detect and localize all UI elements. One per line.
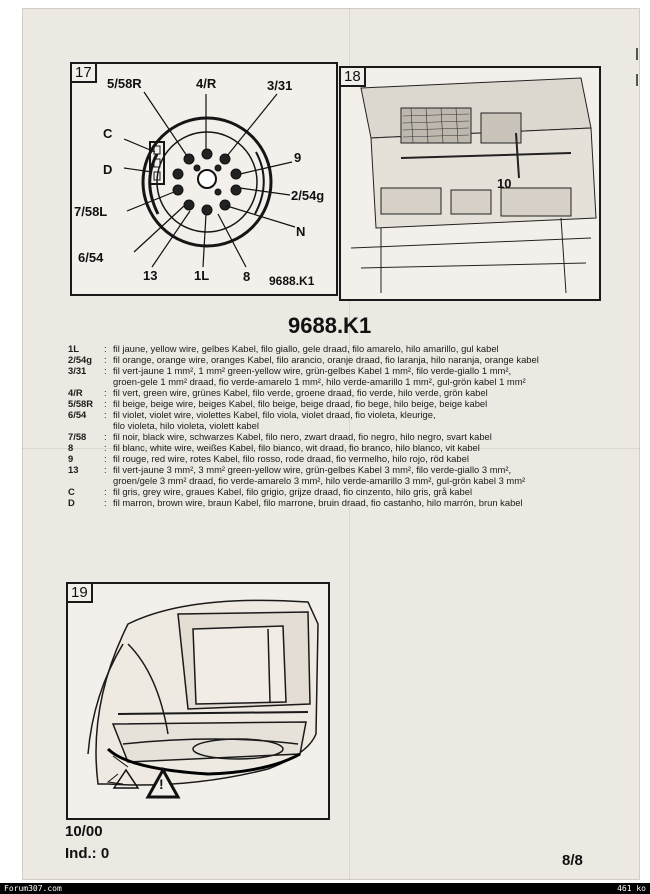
watermark-bar: Forum307.com 461 ko: [0, 883, 650, 894]
file-size: 461 ko: [617, 884, 646, 893]
trunk-illustration: [87, 599, 319, 799]
pin-label-4-R: 4/R: [196, 76, 217, 91]
footer-index: Ind.: 0: [65, 845, 110, 862]
figure-number: 19: [68, 584, 93, 603]
pin-label-1L: 1L: [194, 268, 210, 283]
legend-row: 3/31:fil vert-jaune 1 mm², 1 mm² green-y…: [68, 365, 512, 376]
legend-row: 6/54:fil violet, violet wire, violettes …: [68, 409, 436, 420]
legend-row: C:fil gris, grey wire, graues Kabel, fil…: [68, 486, 473, 497]
footer-page: 8/8: [562, 852, 583, 869]
legend-row-continuation: filo violeta, hilo violeta, violett kabe…: [113, 420, 259, 431]
warning-triangle: [145, 766, 181, 799]
diagram-title: 9688.K1: [288, 313, 372, 338]
figure-number: 18: [341, 68, 366, 87]
pin-label-C: C: [103, 126, 113, 141]
edge-marks: [636, 48, 638, 98]
pin-label-3-31: 3/31: [267, 78, 293, 93]
figure-18-fusebox-photo: 18 10: [339, 66, 601, 301]
pin-label-2-54g: 2/54g: [291, 188, 325, 203]
figure-number: 17: [72, 64, 97, 83]
pin-label-13: 13: [143, 268, 158, 283]
connector-outer-ring: [141, 116, 273, 248]
legend-row: 5/58R:fil beige, beige wire, beiges Kabe…: [68, 398, 488, 409]
figure-19-trunk-view: 19 !: [66, 582, 330, 820]
wire-legend: 1L:fil jaune, yellow wire, gelbes Kabel,…: [68, 343, 588, 508]
figure-reference: 9688.K1: [269, 274, 315, 288]
pin-label-8: 8: [243, 269, 251, 284]
legend-row-continuation: groen/gele 3 mm² draad, fio verde-amarel…: [113, 475, 526, 486]
pin-label-D: D: [103, 162, 113, 177]
legend-row: 1L:fil jaune, yellow wire, gelbes Kabel,…: [68, 343, 499, 354]
pin-label-N: N: [296, 224, 306, 239]
legend-row-continuation: groen-gele 1 mm² draad, fio verde-amarel…: [113, 376, 526, 387]
pin-label-7-58L: 7/58L: [74, 204, 108, 219]
legend-row: 13:fil vert-jaune 3 mm², 3 mm² green-yel…: [68, 464, 512, 475]
legend-row: 4/R:fil vert, green wire, grünes Kabel, …: [68, 387, 488, 398]
warning-icon: !: [159, 776, 164, 792]
legend-row: 2/54g:fil orange, orange wire, oranges K…: [68, 354, 539, 365]
pin-label-5-58R: 5/58R: [107, 76, 142, 91]
figure-17-connector: 17: [70, 62, 338, 296]
fold-line-horizontal: [22, 448, 640, 449]
legend-row: D:fil marron, brown wire, braun Kabel, f…: [68, 497, 523, 508]
fold-line-vertical: [349, 8, 350, 880]
callout-10: 10: [497, 176, 512, 191]
legend-row: 9:fil rouge, red wire, rotes Kabel, filo…: [68, 453, 469, 464]
legend-row: 7/58:fil noir, black wire, schwarzes Kab…: [68, 431, 492, 442]
pin-label-9: 9: [294, 150, 302, 165]
fusebox-illustration: [350, 77, 597, 294]
site-watermark: Forum307.com: [4, 884, 62, 893]
footer-date: 10/00: [65, 823, 103, 840]
legend-row: 8:fil blanc, white wire, weißes Kabel, f…: [68, 442, 480, 453]
pin-label-6-54: 6/54: [78, 250, 104, 265]
connector-diagram: [123, 91, 296, 268]
